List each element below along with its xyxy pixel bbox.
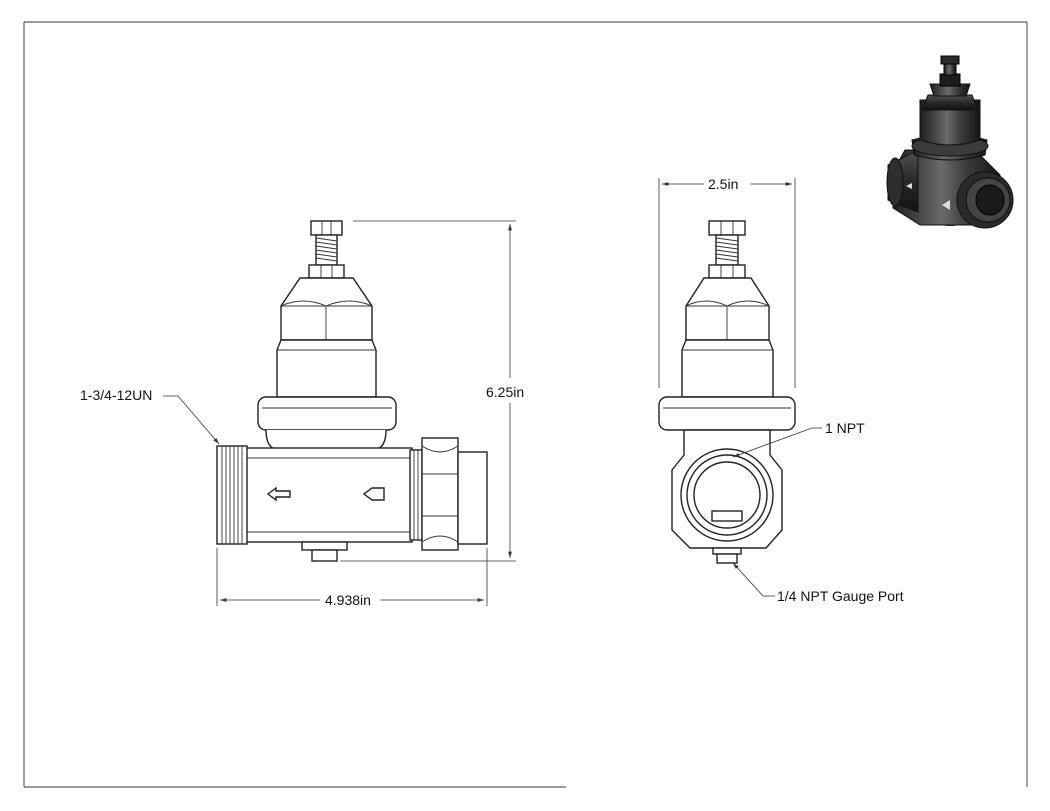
side-view	[658, 220, 796, 564]
bolt-threads	[315, 237, 338, 262]
thread-callout: 1-3/4-12UN	[80, 387, 220, 445]
port-callout: 1 NPT	[732, 420, 865, 458]
width-dimension: 2.5in	[658, 176, 796, 388]
height-label: 6.25in	[486, 384, 524, 400]
isometric-view	[886, 55, 1014, 229]
thread-label: 1-3/4-12UN	[80, 387, 152, 403]
length-dimension: 4.938in	[216, 548, 488, 608]
side-bolt-threads	[715, 237, 739, 262]
front-view	[216, 220, 488, 562]
port-label: 1 NPT	[825, 420, 865, 436]
flow-arrow-icon	[266, 486, 291, 502]
gauge-port-callout: 1/4 NPT Gauge Port	[732, 562, 904, 604]
sheet-border	[23, 21, 1028, 788]
flow-arrow-icon	[362, 487, 385, 501]
width-label: 2.5in	[708, 176, 738, 192]
left-threads	[221, 446, 243, 544]
length-label: 4.938in	[325, 592, 371, 608]
gauge-port-label: 1/4 NPT Gauge Port	[777, 588, 904, 604]
